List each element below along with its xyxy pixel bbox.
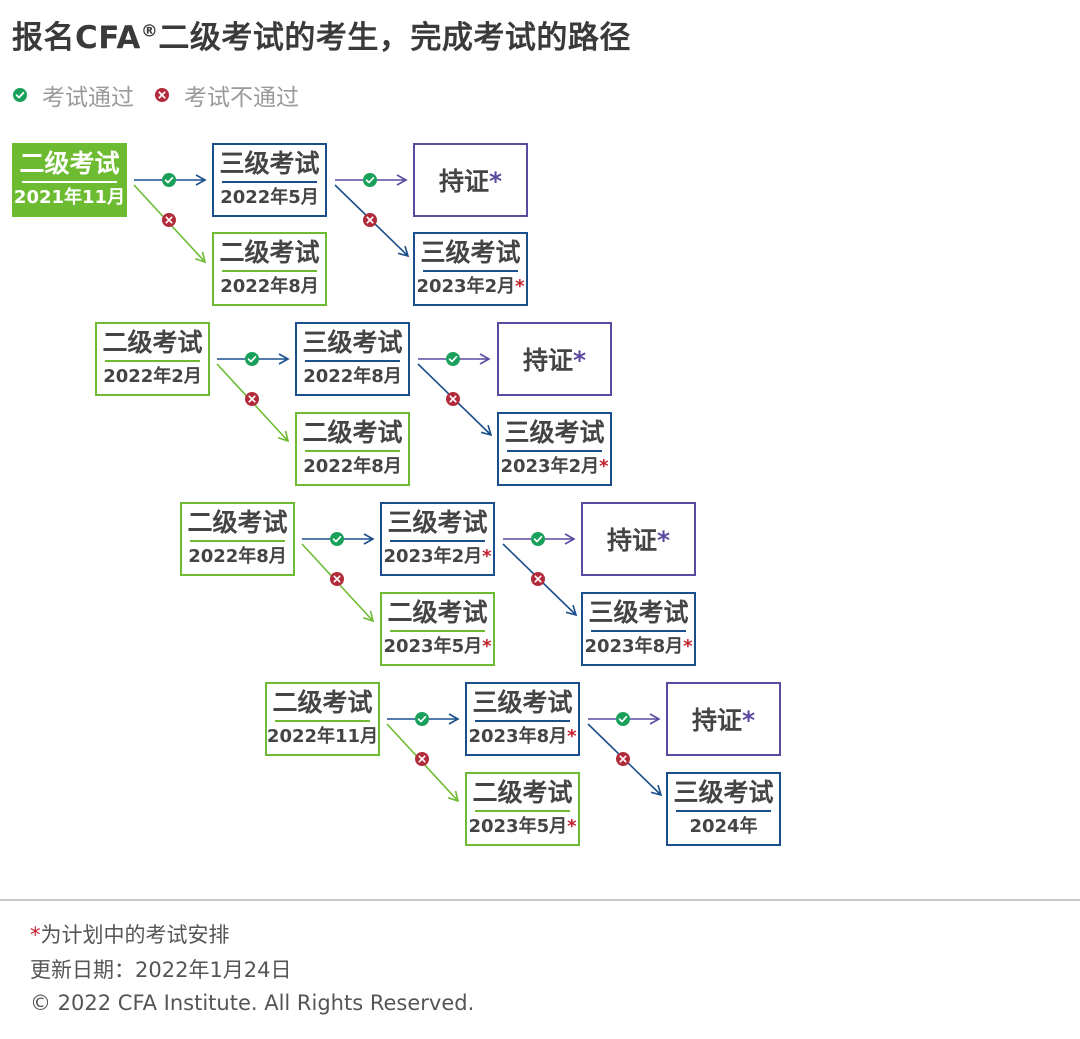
pass-box-level3: 三级考试 2023年8月* [465, 682, 580, 756]
fail-box-level2: 二级考试 2023年5月* [380, 592, 495, 666]
start-box-level2: 二级考试 2022年8月 [180, 502, 295, 576]
check-circle-icon [363, 173, 377, 187]
check-circle-icon [162, 173, 176, 187]
copyright: © 2022 CFA Institute. All Rights Reserve… [30, 991, 475, 1015]
cert-box: 持证* [581, 502, 696, 576]
check-circle-icon [330, 532, 344, 546]
flow-arrows [133, 173, 663, 803]
check-circle-icon [13, 88, 27, 102]
footnote-planned: *为计划中的考试安排 [30, 923, 230, 947]
fail-box-level2: 二级考试 2023年5月* [465, 772, 580, 846]
check-circle-icon [415, 712, 429, 726]
x-circle-icon [446, 392, 460, 406]
cert-box: 持证* [666, 682, 781, 756]
retake-box-level3: 三级考试 2023年2月* [497, 412, 612, 486]
footer-divider [0, 899, 1080, 901]
x-circle-icon [415, 752, 429, 766]
start-box-level2: 二级考试 2022年2月 [95, 322, 210, 396]
x-circle-icon [616, 752, 630, 766]
x-circle-icon [330, 572, 344, 586]
x-circle-icon [155, 88, 169, 102]
check-circle-icon [245, 352, 259, 366]
cert-box: 持证* [497, 322, 612, 396]
check-circle-icon [446, 352, 460, 366]
pass-box-level3: 三级考试 2022年5月 [212, 143, 327, 217]
legend-fail-label: 考试不通过 [184, 85, 299, 111]
x-circle-icon [162, 213, 176, 227]
check-circle-icon [531, 532, 545, 546]
x-circle-icon [531, 572, 545, 586]
pass-box-level3: 三级考试 2023年2月* [380, 502, 495, 576]
fail-box-level2: 二级考试 2022年8月 [295, 412, 410, 486]
x-circle-icon [363, 213, 377, 227]
cert-box: 持证* [413, 143, 528, 217]
pass-box-level3: 三级考试 2022年8月 [295, 322, 410, 396]
retake-box-level3: 三级考试 2023年2月* [413, 232, 528, 306]
update-date: 更新日期：2022年1月24日 [30, 958, 292, 982]
retake-box-level3: 三级考试 2023年8月* [581, 592, 696, 666]
retake-box-level3: 三级考试 2024年 [666, 772, 781, 846]
start-box-level2: 二级考试 2022年11月 [265, 682, 380, 756]
legend: 考试通过 考试不通过 [12, 80, 299, 111]
x-circle-icon [245, 392, 259, 406]
fail-box-level2: 二级考试 2022年8月 [212, 232, 327, 306]
legend-pass-label: 考试通过 [42, 85, 134, 111]
start-box-level2: 二级考试 2021年11月 [12, 143, 127, 217]
page-title: 报名CFA®二级考试的考生，完成考试的路径 [12, 20, 631, 56]
check-circle-icon [616, 712, 630, 726]
